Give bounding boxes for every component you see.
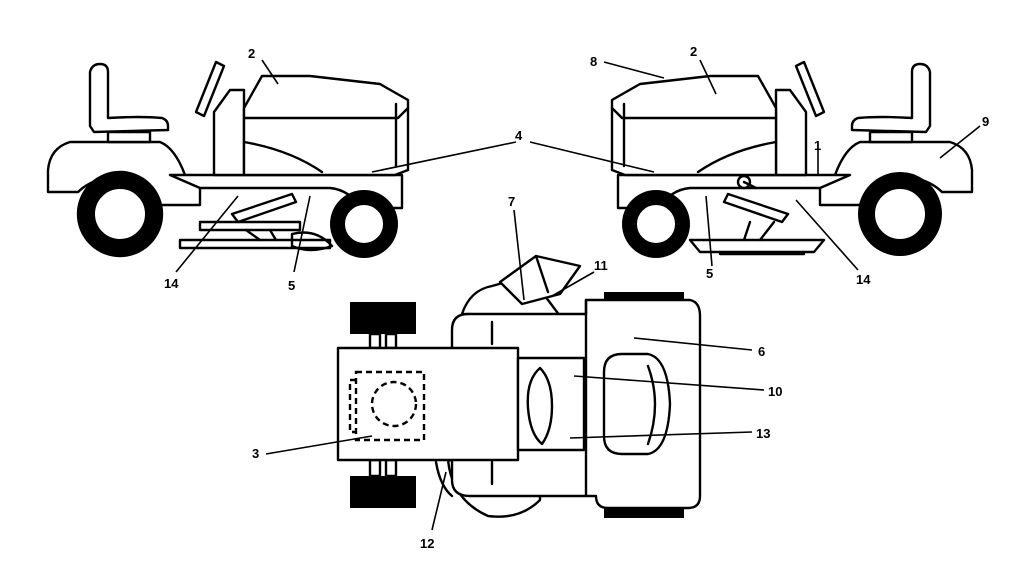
leader-5a bbox=[293, 195, 311, 273]
tractor-right-side-view bbox=[610, 60, 974, 258]
chute-fold-top bbox=[534, 254, 550, 294]
steering-wheel-top bbox=[526, 366, 554, 446]
pedal-right bbox=[722, 192, 790, 224]
seat-top bbox=[602, 352, 672, 456]
callout-12: 12 bbox=[420, 536, 434, 551]
callout-14-right: 14 bbox=[856, 272, 871, 287]
deck-hanger-right bbox=[742, 220, 776, 242]
axle-top-upper-b bbox=[384, 332, 398, 350]
axle-top-lower-a bbox=[368, 458, 382, 478]
engine-dashed-side bbox=[348, 378, 356, 434]
front-rim-right bbox=[635, 203, 677, 245]
leader-14b bbox=[795, 199, 859, 271]
tractor-top-view bbox=[336, 254, 702, 518]
front-rim-left bbox=[343, 203, 385, 245]
callout-14-left: 14 bbox=[164, 276, 179, 291]
leader-4a bbox=[371, 141, 517, 173]
leader-11 bbox=[551, 271, 595, 297]
leader-9 bbox=[939, 125, 981, 159]
callout-4: 4 bbox=[515, 128, 523, 143]
rear-rim-right bbox=[873, 187, 927, 241]
callout-2-right: 2 bbox=[690, 44, 697, 59]
callout-2-left: 2 bbox=[248, 46, 255, 61]
axle-top-upper-a bbox=[368, 332, 382, 350]
dash-right bbox=[774, 88, 808, 177]
engine-dashed-box bbox=[354, 370, 426, 442]
hood-left bbox=[242, 74, 410, 177]
leader-12 bbox=[431, 471, 447, 531]
callout-7: 7 bbox=[508, 194, 515, 209]
hood-line-left bbox=[242, 106, 410, 120]
leader-2b bbox=[699, 59, 717, 95]
steering-wheel-left bbox=[194, 60, 226, 118]
leader-5b bbox=[705, 195, 713, 267]
dash-left bbox=[212, 88, 246, 177]
callout-labels: 2 4 14 5 8 2 1 9 5 14 7 11 6 10 13 3 12 bbox=[164, 44, 989, 551]
callout-13: 13 bbox=[756, 426, 770, 441]
hood-right bbox=[610, 74, 778, 177]
pedal-left bbox=[230, 192, 298, 224]
seat-mount-left bbox=[106, 130, 152, 144]
hood-curve-right bbox=[696, 140, 778, 174]
hitch-top bbox=[434, 460, 454, 498]
leader-3 bbox=[265, 435, 373, 455]
callout-8: 8 bbox=[590, 54, 597, 69]
leader-2a bbox=[261, 59, 279, 85]
callout-5-right: 5 bbox=[706, 266, 713, 281]
seat-mount-right bbox=[868, 130, 914, 144]
leader-8 bbox=[603, 61, 665, 79]
callout-6: 6 bbox=[758, 344, 765, 359]
hood-line-right bbox=[610, 106, 778, 120]
callout-10: 10 bbox=[768, 384, 782, 399]
leader-lines bbox=[175, 59, 981, 531]
tractor-left-side-view bbox=[46, 60, 410, 258]
hood-top bbox=[336, 346, 520, 462]
callout-9: 9 bbox=[982, 114, 989, 129]
footrest-left bbox=[198, 220, 302, 232]
deck-left bbox=[178, 238, 332, 250]
seat-left bbox=[88, 62, 170, 134]
leader-10 bbox=[573, 375, 765, 391]
leader-6 bbox=[633, 337, 753, 351]
seat-right bbox=[850, 62, 932, 134]
callout-11: 11 bbox=[594, 258, 608, 273]
leader-7 bbox=[513, 209, 525, 301]
engine-dashed-circle bbox=[370, 380, 418, 428]
callout-5-left: 5 bbox=[288, 278, 295, 293]
front-tire-top-lower bbox=[350, 476, 416, 508]
leader-4b bbox=[529, 141, 655, 173]
axle-top-lower-b bbox=[384, 458, 398, 478]
hood-curve-left bbox=[242, 140, 324, 174]
front-tire-top-upper bbox=[350, 302, 416, 334]
lift-lever-right bbox=[742, 180, 758, 190]
leader-14a bbox=[175, 195, 239, 273]
steering-wheel-right bbox=[794, 60, 826, 118]
deck-right bbox=[688, 238, 826, 254]
deck-hanger-left bbox=[244, 228, 278, 242]
leader-13 bbox=[569, 431, 753, 439]
callout-1: 1 bbox=[814, 138, 821, 153]
rear-rim-left bbox=[93, 187, 147, 241]
callout-3: 3 bbox=[252, 446, 259, 461]
